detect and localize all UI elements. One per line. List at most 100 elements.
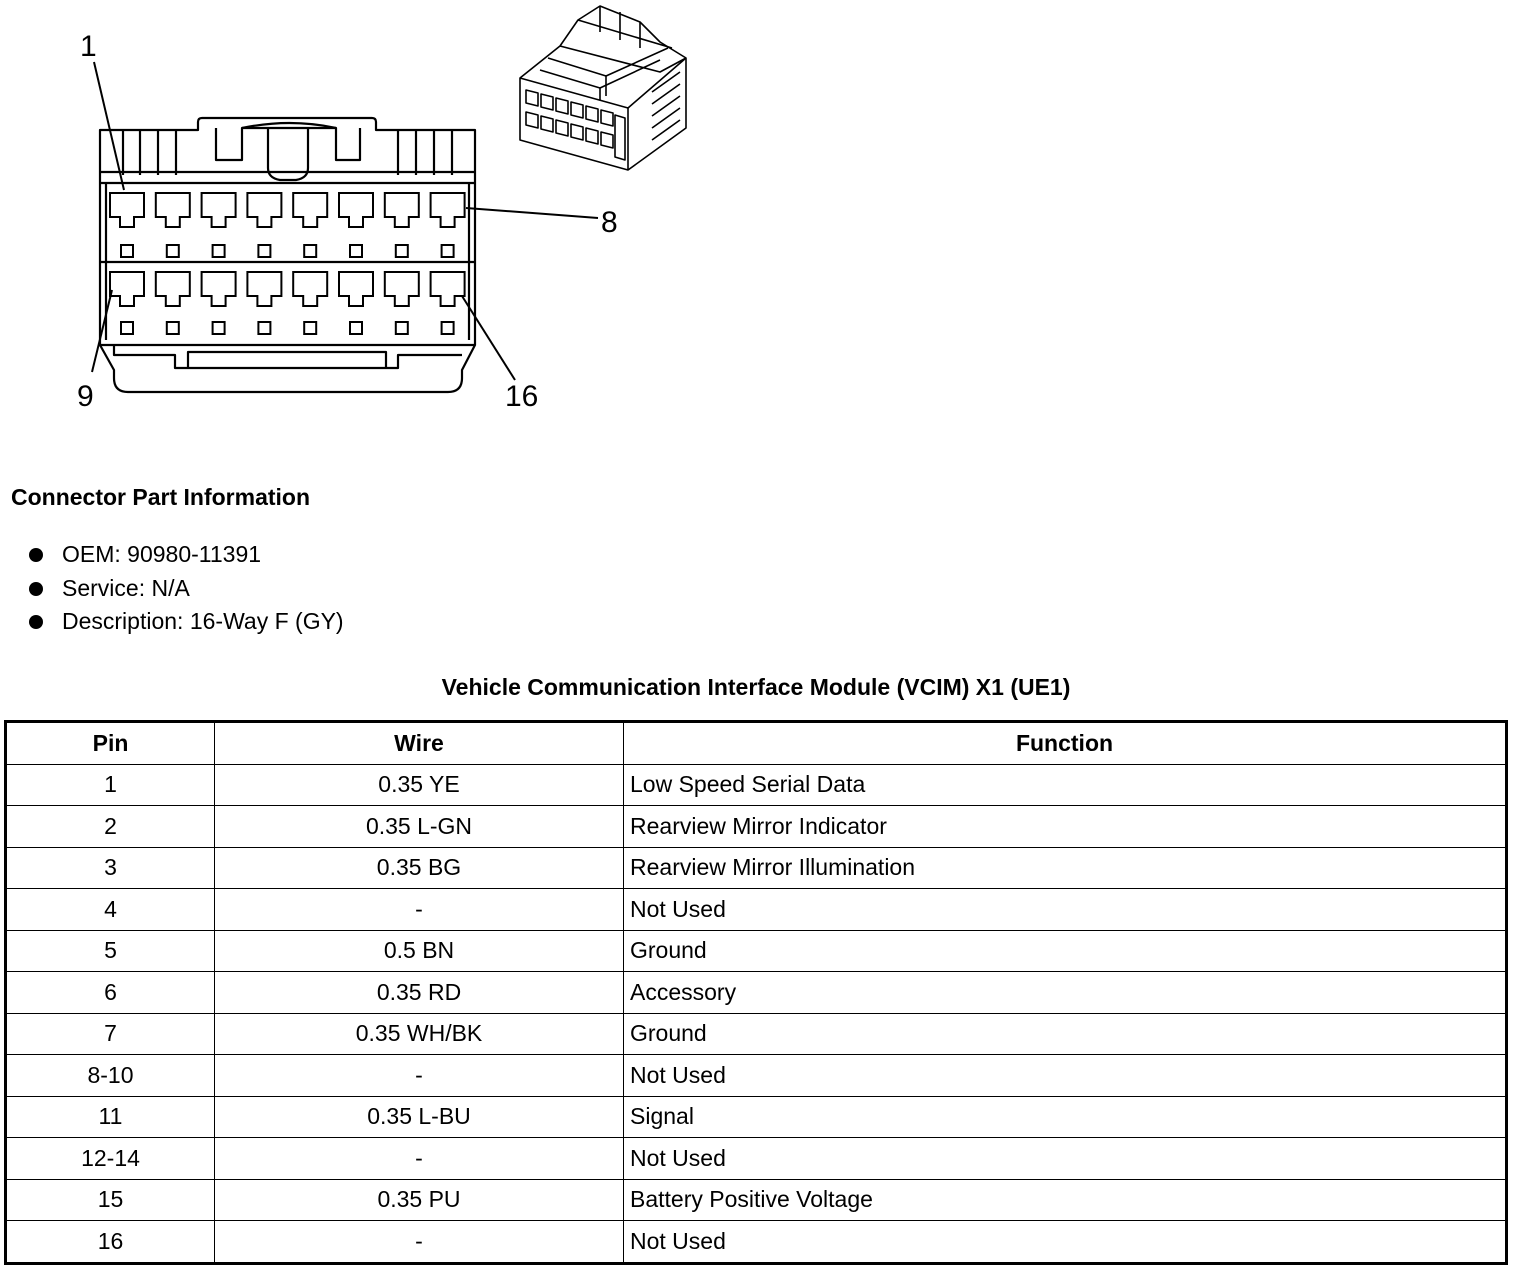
cell-wire: - — [214, 1054, 624, 1097]
cell-wire: 0.35 L-GN — [214, 805, 624, 848]
table-row: 8-10-Not Used — [5, 1054, 1507, 1097]
terminal-lock-square — [257, 321, 272, 335]
pin-cavity — [246, 192, 283, 228]
pin-cavity — [383, 192, 420, 228]
cell-function: Not Used — [623, 1054, 1507, 1097]
part-info-service: Service: N/A — [0, 572, 344, 606]
pin-cavity — [383, 271, 420, 307]
cell-function: Not Used — [623, 888, 1507, 931]
cell-function: Rearview Mirror Illumination — [623, 846, 1507, 889]
cell-function: Not Used — [623, 1220, 1507, 1264]
table-row: 12-14-Not Used — [5, 1137, 1507, 1180]
leader-line-1 — [93, 61, 125, 191]
cell-function: Not Used — [623, 1137, 1507, 1180]
pin-callout-9: 9 — [77, 380, 94, 413]
cell-function: Battery Positive Voltage — [623, 1178, 1507, 1221]
pin-cavity — [154, 192, 191, 228]
cell-wire: 0.35 YE — [214, 763, 624, 806]
connector-diagram: 1 8 9 16 — [77, 5, 687, 413]
pin-cavity — [429, 271, 466, 307]
terminal-lock-square — [303, 321, 318, 335]
cell-pin: 6 — [5, 971, 215, 1014]
pin-cavity — [246, 271, 283, 307]
terminal-lock-square — [349, 244, 363, 258]
pin-cavity — [338, 271, 374, 307]
terminal-lock-square — [440, 321, 455, 335]
pin-cavity — [109, 271, 145, 307]
pin-cavity — [338, 192, 374, 228]
pin-cavity — [109, 192, 145, 228]
cell-pin: 8-10 — [5, 1054, 215, 1097]
part-info-oem-text: OEM: 90980-11391 — [62, 541, 262, 567]
terminal-lock-square — [394, 244, 409, 258]
pin-cavity — [292, 271, 329, 307]
terminal-lock-square — [257, 244, 272, 258]
column-header-pin: Pin — [5, 721, 215, 765]
terminal-lock-square — [440, 244, 455, 258]
bullet-icon — [29, 581, 43, 596]
cell-function: Low Speed Serial Data — [623, 763, 1507, 806]
pin-callout-16: 16 — [505, 380, 538, 413]
cell-pin: 3 — [5, 846, 215, 889]
table-title: Vehicle Communication Interface Module (… — [441, 674, 1071, 700]
cell-wire: 0.35 RD — [214, 971, 624, 1014]
cell-wire: 0.5 BN — [214, 929, 624, 972]
terminal-lock-square — [211, 321, 226, 335]
table-row: 4-Not Used — [5, 888, 1507, 931]
cell-function: Ground — [623, 1012, 1507, 1055]
terminal-lock-square — [165, 321, 180, 335]
cell-wire: - — [214, 888, 624, 931]
column-header-wire: Wire — [214, 721, 624, 765]
cell-wire: 0.35 L-BU — [214, 1095, 624, 1138]
terminal-lock-square — [120, 321, 134, 335]
part-info-description-text: Description: 16-Way F (GY) — [62, 608, 344, 634]
cell-function: Signal — [623, 1095, 1507, 1138]
part-info-heading: Connector Part Information — [11, 484, 311, 510]
pin-cavity — [154, 271, 191, 307]
pin-cavity — [429, 192, 466, 228]
cell-pin: 1 — [5, 763, 215, 806]
pin-cavities — [109, 192, 466, 335]
cell-pin: 15 — [5, 1178, 215, 1221]
cell-wire: - — [214, 1137, 624, 1180]
terminal-lock-square — [394, 321, 409, 335]
pin-cavity — [200, 192, 237, 228]
pin-cavity — [200, 271, 237, 307]
bullet-icon — [29, 548, 43, 562]
pin-callout-1: 1 — [80, 30, 97, 63]
cell-pin: 5 — [5, 929, 215, 972]
terminal-lock-square — [120, 244, 134, 258]
pin-cavity — [292, 192, 329, 228]
cell-function: Rearview Mirror Indicator — [623, 805, 1507, 848]
cell-pin: 7 — [5, 1012, 215, 1055]
terminal-lock-square — [349, 321, 363, 335]
column-header-function: Function — [623, 721, 1507, 765]
cell-pin: 11 — [5, 1095, 215, 1138]
table-header-row: Pin Wire Function — [5, 721, 1507, 765]
leader-line-16 — [461, 295, 516, 381]
cell-wire: 0.35 PU — [214, 1178, 624, 1221]
cell-function: Accessory — [623, 971, 1507, 1014]
terminal-lock-square — [303, 244, 318, 258]
part-info-service-text: Service: N/A — [62, 574, 190, 601]
cell-pin: 16 — [5, 1220, 215, 1264]
leader-line-8 — [465, 207, 599, 219]
cell-pin: 2 — [5, 805, 215, 848]
terminal-lock-square — [211, 244, 226, 258]
leader-line-9 — [91, 289, 113, 373]
part-info-description: Description: 16-Way F (GY) — [0, 605, 344, 639]
cell-wire: 0.35 WH/BK — [214, 1012, 624, 1055]
cell-function: Ground — [623, 929, 1507, 972]
pin-callout-8: 8 — [601, 206, 618, 239]
connector-isometric-view — [519, 5, 687, 171]
cell-wire: 0.35 BG — [214, 846, 624, 889]
